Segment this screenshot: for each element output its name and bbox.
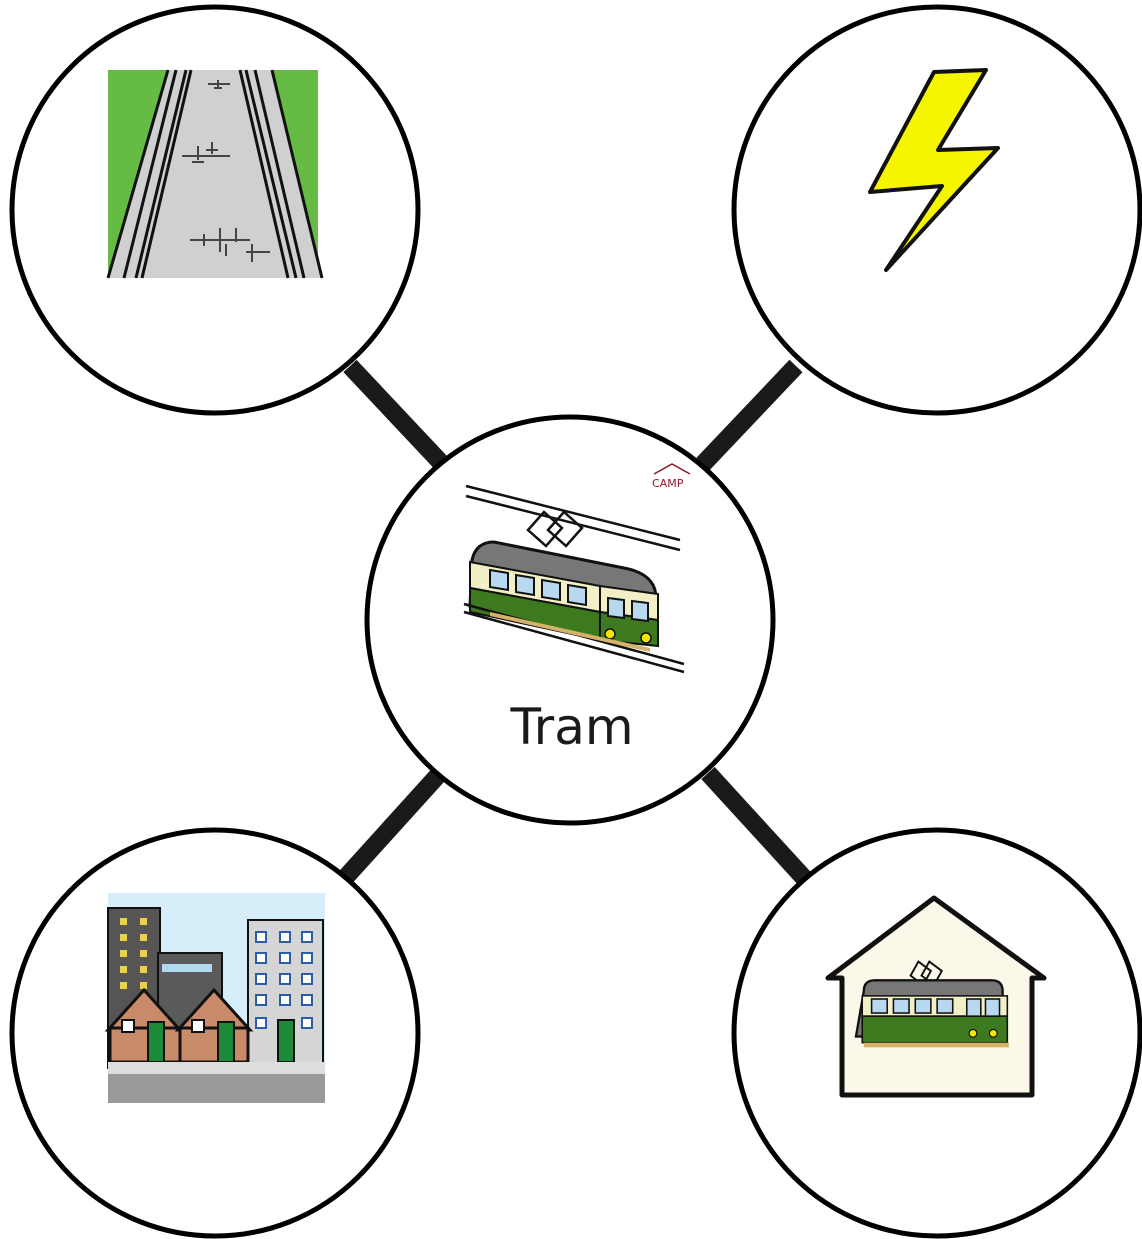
connector-town xyxy=(338,766,447,885)
tram-depot-icon xyxy=(825,895,1047,1098)
connector-tracks xyxy=(343,359,452,474)
town-buildings-icon xyxy=(104,893,325,1103)
camp-logo: CAMP xyxy=(652,463,691,490)
tram-icon xyxy=(463,484,685,674)
lightning-bolt-icon xyxy=(868,68,1000,272)
connector-depot xyxy=(701,766,811,885)
camp-logo-text: CAMP xyxy=(652,477,684,490)
center-label: Tram xyxy=(509,698,633,756)
connectors xyxy=(338,359,811,885)
tram-tracks-icon xyxy=(106,69,324,279)
connector-electricity xyxy=(696,359,803,471)
